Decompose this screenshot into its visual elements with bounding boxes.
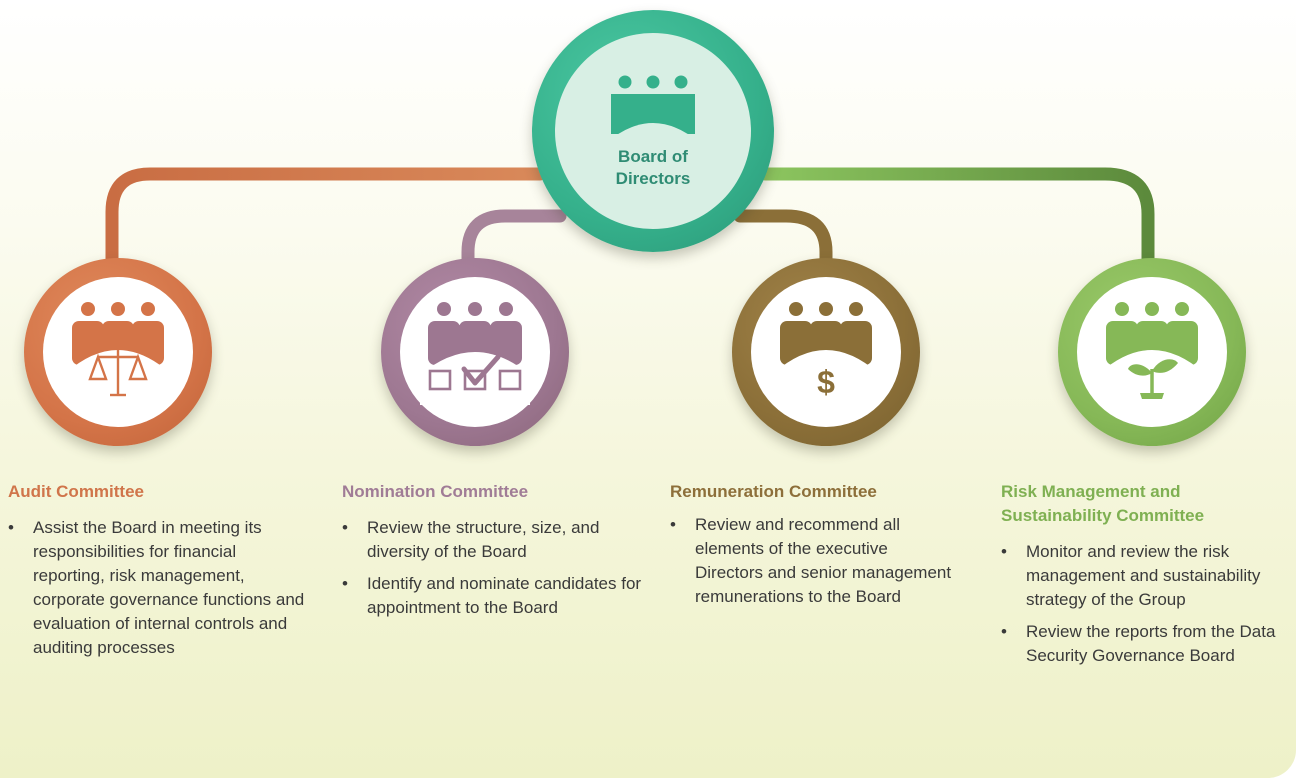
risk-bullet-2: Review the reports from the Data Securit… xyxy=(1001,620,1291,668)
nomination-committee-node xyxy=(381,258,569,446)
connector-risk xyxy=(758,167,1155,273)
remuneration-inner: $ xyxy=(751,277,901,427)
nomination-committee-column: Nomination Committee Review the structur… xyxy=(342,480,642,628)
board-title-line1: Board of xyxy=(618,147,688,166)
risk-bullet-1: Monitor and review the risk management a… xyxy=(1001,540,1291,612)
connector-remuneration xyxy=(733,209,833,273)
audit-inner xyxy=(43,277,193,427)
sprout-icon xyxy=(1100,302,1204,405)
board-title: Board of Directors xyxy=(616,146,691,190)
audit-committee-bullets: Assist the Board in meeting its responsi… xyxy=(8,516,308,660)
board-of-directors-node: Board of Directors xyxy=(532,10,774,252)
risk-sustainability-committee-node xyxy=(1058,258,1246,446)
audit-bullet-1: Assist the Board in meeting its responsi… xyxy=(8,516,308,660)
remuneration-committee-title: Remuneration Committee xyxy=(670,482,877,501)
scales-icon xyxy=(66,302,170,405)
checkbox-vote-icon xyxy=(420,302,530,405)
svg-text:$: $ xyxy=(817,364,835,400)
audit-committee-column: Audit Committee Assist the Board in meet… xyxy=(8,480,308,668)
nomination-bullet-1: Review the structure, size, and diversit… xyxy=(342,516,642,564)
nomination-bullet-2: Identify and nominate candidates for app… xyxy=(342,572,642,620)
risk-sustainability-committee-title: Risk Management and Sustainability Commi… xyxy=(1001,480,1291,528)
dollar-icon: $ xyxy=(774,302,878,405)
nomination-committee-bullets: Review the structure, size, and diversit… xyxy=(342,516,642,620)
risk-title-line2: Sustainability Committee xyxy=(1001,506,1205,525)
risk-sustainability-bullets: Monitor and review the risk management a… xyxy=(1001,540,1291,668)
board-inner: Board of Directors xyxy=(555,33,751,229)
connector-audit xyxy=(105,167,547,273)
risk-inner xyxy=(1077,277,1227,427)
remuneration-committee-node: $ xyxy=(732,258,920,446)
people-group-icon xyxy=(605,75,701,144)
audit-committee-title: Audit Committee xyxy=(8,482,144,501)
risk-sustainability-committee-column: Risk Management and Sustainability Commi… xyxy=(1001,480,1291,676)
remuneration-committee-bullets: Review and recommend all elements of the… xyxy=(670,513,960,609)
nomination-committee-title: Nomination Committee xyxy=(342,482,529,501)
risk-title-line1: Risk Management and xyxy=(1001,482,1181,501)
remuneration-bullet-1: Review and recommend all elements of the… xyxy=(670,513,960,609)
connector-nomination xyxy=(461,209,567,273)
remuneration-committee-column: Remuneration Committee Review and recomm… xyxy=(670,480,960,617)
nomination-inner xyxy=(400,277,550,427)
audit-committee-node xyxy=(24,258,212,446)
board-title-line2: Directors xyxy=(615,169,691,188)
